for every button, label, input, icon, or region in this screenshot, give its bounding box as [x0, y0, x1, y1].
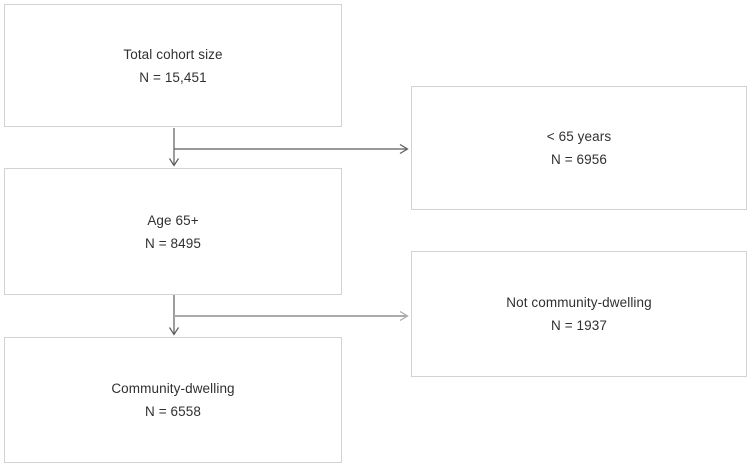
arrow-total-to-under65 — [174, 143, 409, 155]
box-label: Total cohort size — [123, 46, 223, 62]
flow-box-community-dwelling: Community-dwelling N = 6558 — [4, 337, 342, 463]
box-label: Age 65+ — [147, 212, 199, 228]
arrow-age65-to-notcommunity — [174, 310, 409, 322]
flow-box-age-65-plus: Age 65+ N = 8495 — [4, 168, 342, 295]
box-count: N = 15,451 — [139, 69, 207, 85]
box-label: < 65 years — [546, 129, 612, 144]
box-count: N = 6956 — [551, 152, 607, 167]
box-count: N = 1937 — [551, 318, 607, 333]
flow-box-under-65: < 65 years N = 6956 — [411, 86, 747, 210]
box-label: Not community-dwelling — [506, 295, 652, 310]
flow-box-total-cohort: Total cohort size N = 15,451 — [4, 4, 342, 127]
arrow-total-to-age65 — [168, 128, 180, 167]
box-count: N = 8495 — [145, 235, 201, 251]
arrow-age65-to-community — [168, 295, 180, 336]
box-count: N = 6558 — [145, 404, 201, 419]
flow-box-not-community-dwelling: Not community-dwelling N = 1937 — [411, 251, 747, 377]
box-label: Community-dwelling — [111, 381, 235, 396]
